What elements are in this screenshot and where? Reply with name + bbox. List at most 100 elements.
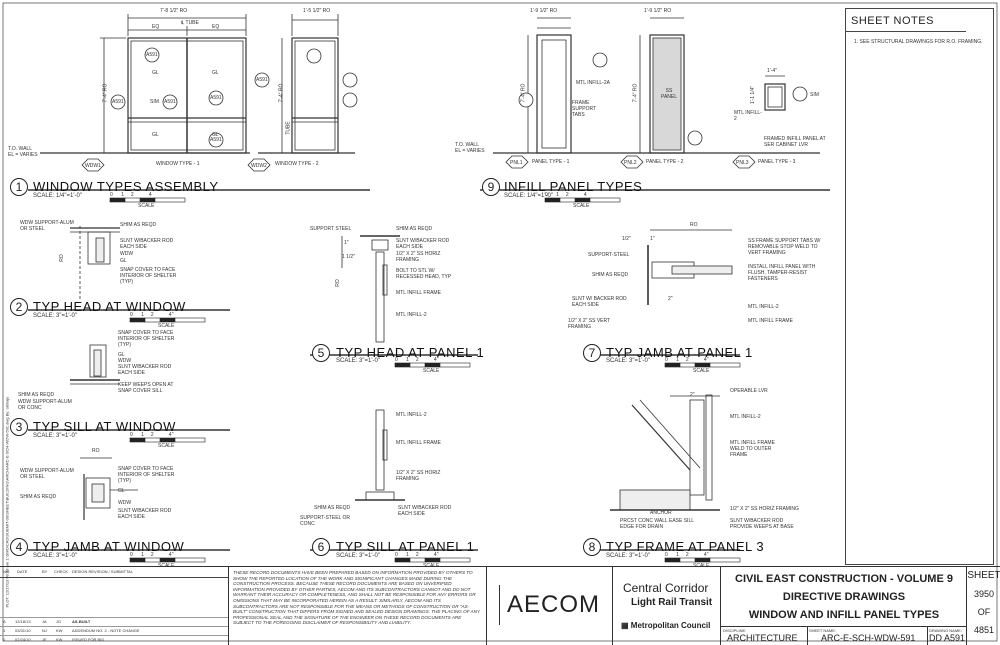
panel3-label: PANEL TYPE - 3 [758,159,796,165]
d2-callout-ro: RO [58,254,65,262]
d4-callout-ro: RO [92,448,100,454]
rev-header-by: BY [42,569,48,574]
scale-bar-ticks-8: 0 1 2 4" [665,552,709,558]
rev-header-no: NO. [3,569,11,574]
sheet-total: 4851 [973,625,995,635]
d4-callout-snap: SNAP COVER TO FACE INTERIOR OF SHELTER (… [118,466,175,484]
firm-divider [499,585,500,625]
detail-number-4: 4 [10,538,28,556]
d3-callout-support: WDW SUPPORT-ALUM OR CONC [18,399,72,411]
plot-path: PLOT: 12/17/13 09:43 am 1:\SMO\CAD\SUBMI… [4,396,10,608]
scale-bar-ticks-2: 0 1 2 4" [130,312,174,318]
panel2-label: PANEL TYPE - 2 [646,159,684,165]
d6-callout-infill: MTL INFILL-2 [396,412,427,418]
rev-no: 0 [3,637,6,642]
d3-callout-slnt: SLNT W/BACKER ROD EACH SIDE [118,364,172,376]
sheet-notes-divider [846,31,966,32]
rev-no: A [3,619,6,624]
title-box: CIVIL EAST CONSTRUCTION - VOLUME 9 DIREC… [720,567,967,645]
detail-number-3: 3 [10,418,28,436]
table-row: 0 02/24/10 JE KW ISSUED FOR BID [0,635,228,644]
panel-wall-note: T.O. WALL EL = VARIES [455,142,485,154]
rev-no: 1 [3,628,6,633]
d2-callout-wdw: WDW [120,251,134,257]
d5-callout-slnt: SLNT W/BACKER ROD EACH SIDE [396,238,450,250]
d3-callout-shim: SHIM AS REQD [18,392,55,398]
d6-callout-framing: 1/2" X 2" SS HORIZ FRAMING [396,470,441,482]
rev-date: 02/24/10 [15,637,31,642]
d4-callout-gl: GL [118,488,125,494]
scale-bar-ticks-4: 0 1 2 4" [130,552,174,558]
drawing-name-label: DRAWING NAME: [929,628,962,633]
detail-title-3: TYP SILL AT WINDOW [33,419,176,434]
window1-eq-left: EQ [152,24,160,30]
section-ref-f: A591 [210,137,222,143]
detail-scale-5: SCALE: 3"=1'-0" [336,358,380,364]
revision-rows: A 12/18/13 JA JG AS-BUILT 1 03/31/10 NJ … [0,617,228,645]
panel3-height-dim: 1'-1 1/4" [750,85,757,105]
sheet-label: SHEET [967,570,1000,581]
title-line-3: WINDOW AND INFILL PANEL TYPES [748,609,940,621]
discipline-value: ARCHITECTURE [727,633,798,643]
d4-callout-slnt: SLNT W/BACKER ROD EACH SIDE [118,508,172,520]
d8-callout-slnt: SLNT W/BACKER ROD PROVIDE WEEPS AT BASE [730,518,794,530]
revision-table: NO. DATE BY CHECK DESIGN REVISION / SUBM… [0,567,228,645]
panel3-tag: PNL3 [736,160,749,166]
rev-date: 03/31/10 [15,628,31,633]
window1-tag: WDW1 [85,163,101,169]
drawing-name-value: DD A591 [929,633,966,643]
d6-callout-frame: MTL INFILL FRAME [396,440,441,446]
d7-dim-2in: 2" [668,296,673,302]
sheet-notes-title: SHEET NOTES [851,15,934,27]
section-ref-b: A591 [112,99,124,105]
detail-number-1: 1 [10,178,28,196]
window1-glass-2: GL [212,70,219,76]
sheet-number-box: SHEET 3950 OF 4851 [966,567,1000,645]
disclaimer-text: THESE RECORD DOCUMENTS HAVE BEEN PREPARE… [233,570,480,626]
d7-callout-install: INSTALL INFILL PANEL WITH FLUSH, TAMPER-… [748,264,816,282]
d4-callout-shim: SHIM AS REQD [20,494,57,500]
section-ref-c: A591 [164,99,176,105]
panel2-fill-label: SS PANEL [660,88,678,100]
panel2-tag: PNL2 [624,160,637,166]
section-ref-a: A591 [146,52,158,58]
detail-scale-8: SCALE: 3"=1'-0" [606,553,650,559]
rev-header-desc: DESIGN REVISION / SUBMITTAL [72,569,134,574]
d3-callout-weeps: KEEP WEEPS OPEN AT SNAP COVER SILL [118,382,174,394]
panel1-width-dim: 1'-9 1/2" RO [530,8,558,14]
detail-number-7: 7 [583,344,601,362]
detail-scale-4: SCALE: 3"=1'-0" [33,553,77,559]
panel3-note-infill: MTL INFILL-2 [734,110,762,122]
detail-scale-1: SCALE: 1/4"=1'-0" [33,193,82,199]
rev-header-date: DATE [17,569,28,574]
project-line-1: Central Corridor [623,581,709,595]
d6-callout-support: SUPPORT-STEEL OR CONC [300,515,351,527]
rev-date: 12/18/13 [15,619,31,624]
detail-number-6: 6 [312,538,330,556]
d5-callout-framing: 1/2" X 2" SS HORIZ FRAMING [396,251,441,263]
detail-scale-3: SCALE: 3"=1'-0" [33,433,77,439]
rev-by: JE [42,637,47,642]
window1-sim: SIM [150,99,159,105]
scale-bar-ticks-1: 0 1 2 4 [110,192,152,198]
window1-glass-4: GL [212,132,219,138]
detail-title-1: WINDOW TYPES ASSEMBLY [33,179,219,194]
window1-label: WINDOW TYPE - 1 [156,161,200,167]
d7-callout-framing: 1/2" X 2" SS VERT FRAMING [568,318,610,330]
sheet-name-label: SHEET NAME: [809,628,837,633]
detail-title-7: TYP JAMB AT PANEL 1 [606,345,753,360]
window1-cl-tube: ℄ TUBE [181,20,199,26]
d8-callout-frame: MTL INFILL FRAME WELD TO OUTER FRAME [730,440,775,458]
panel1-label: PANEL TYPE - 1 [532,159,570,165]
scale-bar-label-2: SCALE [158,323,175,329]
window2-label: WINDOW TYPE - 2 [275,161,319,167]
rev-text: AS-BUILT [72,619,91,624]
d6-callout-shim: SHIM AS REQD [314,505,351,511]
d8-callout-lvr: OPERABLE LVR [730,388,768,394]
d8-callout-anchor: ANCHOR [650,510,672,516]
rev-check: JG [56,619,62,624]
d5-callout-frame: MTL INFILL FRAME [396,290,441,296]
d8-callout-framing: 1/2" X 2" SS HORIZ FRAMING [730,506,799,512]
